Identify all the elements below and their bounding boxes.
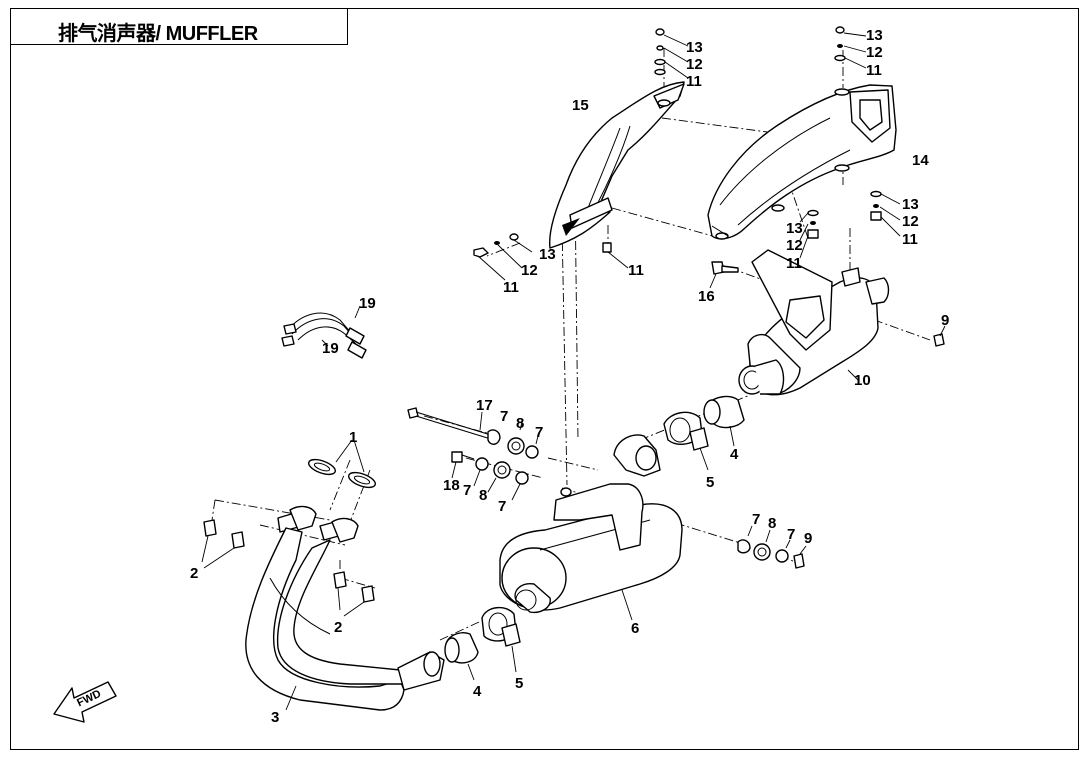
- callout-2: 2: [334, 619, 342, 636]
- callout-2: 2: [190, 565, 198, 582]
- fwd-arrow: FWD: [53, 681, 117, 723]
- callout-10: 10: [854, 372, 871, 389]
- callout-4: 4: [730, 446, 739, 463]
- callout-13: 13: [902, 196, 919, 213]
- callout-12: 12: [902, 213, 919, 230]
- callout-5: 5: [706, 474, 714, 491]
- drawing-frame: [10, 8, 1079, 750]
- gasket-lower: [444, 632, 479, 681]
- callout-19: 19: [322, 340, 339, 357]
- callout-8: 8: [768, 515, 776, 532]
- title-box: 排气消声器/ MUFFLER: [10, 8, 348, 45]
- callout-7: 7: [498, 498, 506, 515]
- shield-fasteners-right: [799, 26, 901, 259]
- callout-17: 17: [476, 397, 493, 414]
- callout-1: 1: [349, 429, 357, 446]
- bolt-16: [709, 261, 739, 289]
- gasket-upper: [703, 395, 745, 447]
- callout-19: 19: [359, 295, 376, 312]
- callout-6: 6: [631, 620, 639, 637]
- callout-13: 13: [786, 220, 803, 237]
- callout-3: 3: [271, 709, 279, 726]
- mounting-hardware: [407, 407, 807, 569]
- callout-15: 15: [572, 97, 589, 114]
- heat-shield-rear: [707, 84, 897, 240]
- callout-14: 14: [912, 152, 929, 169]
- header-pipe: [245, 505, 445, 711]
- callout-5: 5: [515, 675, 523, 692]
- callout-18: 18: [443, 477, 460, 494]
- callout-9: 9: [804, 530, 812, 547]
- callout-4: 4: [473, 683, 482, 700]
- callout-7: 7: [500, 408, 508, 425]
- exhaust-gaskets: [307, 439, 377, 489]
- callout-13: 13: [866, 27, 883, 44]
- callout-8: 8: [479, 487, 487, 504]
- callout-13: 13: [686, 39, 703, 56]
- front-muffler: [499, 434, 683, 621]
- callout-12: 12: [521, 262, 538, 279]
- clamp-upper: [663, 411, 709, 471]
- callout-9: 9: [941, 312, 949, 329]
- shield-fasteners-left: [473, 28, 689, 281]
- callout-12: 12: [686, 56, 703, 73]
- heat-shield-front: [548, 81, 685, 249]
- clamp-lower: [481, 607, 521, 673]
- callout-11: 11: [628, 262, 644, 279]
- rear-muffler: [738, 249, 946, 396]
- header-bolts: [201, 519, 375, 617]
- callout-11: 11: [686, 73, 702, 90]
- callout-labels: 1 2 2 3 4 4 5 5 6 7 7 7 7 7 7 8 8 8 9 9 …: [190, 27, 949, 726]
- callout-7: 7: [752, 511, 760, 528]
- callout-8: 8: [516, 415, 524, 432]
- callout-7: 7: [535, 424, 543, 441]
- callout-11: 11: [902, 231, 918, 248]
- oxygen-sensors: [281, 305, 367, 359]
- callout-7: 7: [463, 482, 471, 499]
- callout-11: 11: [503, 279, 519, 296]
- callout-11: 11: [786, 255, 802, 272]
- callout-7: 7: [787, 526, 795, 543]
- callout-12: 12: [786, 237, 803, 254]
- callout-12: 12: [866, 44, 883, 61]
- callout-16: 16: [698, 288, 715, 305]
- callout-11: 11: [866, 62, 882, 79]
- callout-13: 13: [539, 246, 556, 263]
- page-title: 排气消声器/ MUFFLER: [58, 23, 258, 45]
